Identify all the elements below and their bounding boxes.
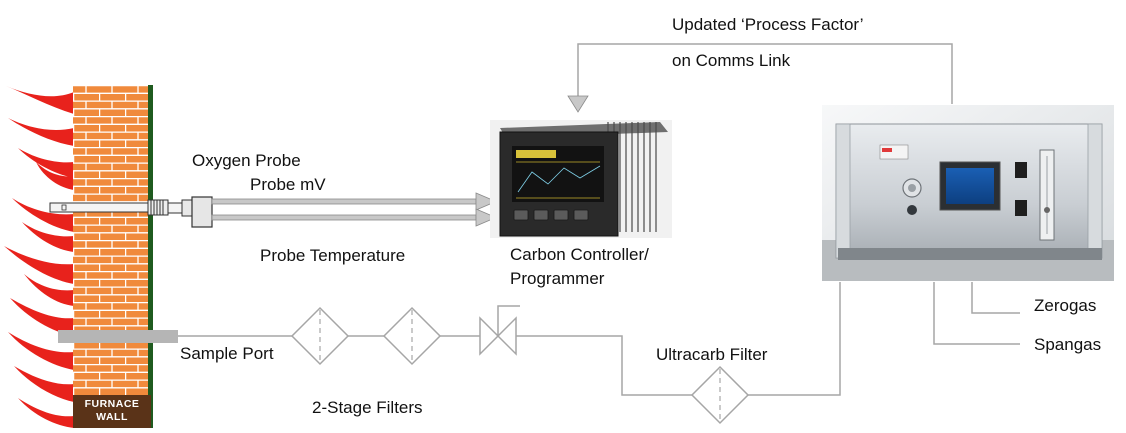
comms-link-arrow — [577, 43, 953, 104]
sample-gas-line — [178, 282, 841, 396]
valve-icon — [479, 305, 520, 356]
spangas-label: Spangas — [1034, 335, 1102, 354]
gas-analyser-device — [822, 105, 1114, 281]
comms-link-arrowhead — [567, 95, 589, 113]
furnace-wall — [73, 85, 153, 428]
oxygen-probe-label: Oxygen Probe — [192, 151, 301, 170]
sample-port-label: Sample Port — [180, 344, 274, 363]
ultracarb-filter-label: Ultracarb Filter — [656, 345, 768, 364]
carbon-controller-device — [490, 120, 672, 238]
process-factor-label-line1: Updated ‘Process Factor’ — [672, 15, 864, 34]
sample-port-tube — [58, 330, 178, 343]
two-stage-filters-label: 2-Stage Filters — [312, 398, 423, 417]
furnace-wall-label-line2: WALL — [96, 411, 128, 423]
process-factor-label-line2: on Comms Link — [672, 51, 791, 70]
probe-signal-arrows — [211, 192, 498, 227]
oxygen-probe — [49, 196, 213, 228]
controller-label-line1: Carbon Controller/ — [510, 245, 649, 264]
ultracarb-filter-icon — [690, 365, 750, 425]
calibration-gas-lines — [933, 282, 1020, 345]
controller-label-line2: Programmer — [510, 269, 605, 288]
probe-temperature-label: Probe Temperature — [260, 246, 406, 265]
filter-stage-1 — [290, 306, 350, 366]
probe-mv-label: Probe mV — [250, 175, 326, 194]
filter-stage-2 — [382, 306, 442, 366]
flames — [4, 86, 74, 428]
zerogas-label: Zerogas — [1034, 296, 1097, 315]
furnace-wall-label-line1: FURNACE — [84, 398, 140, 410]
